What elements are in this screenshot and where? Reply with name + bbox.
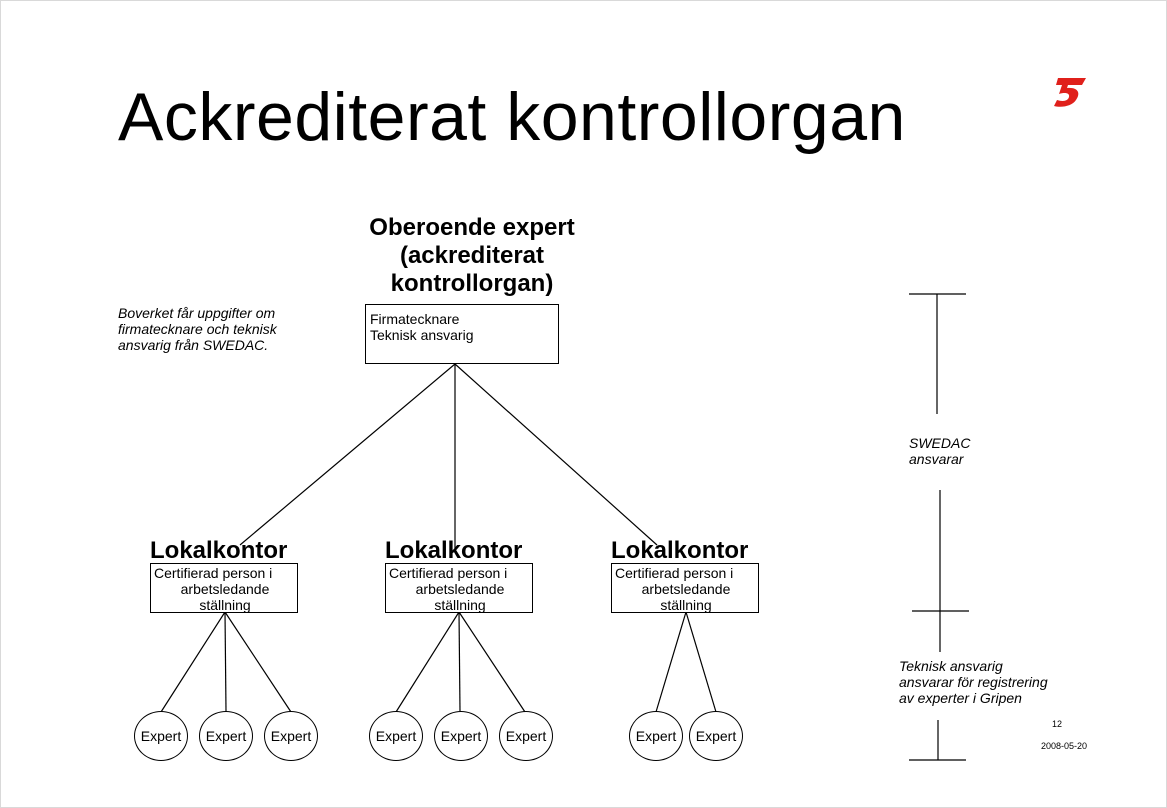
top-role-box: Firmatecknare Teknisk ansvarig: [365, 304, 559, 364]
label-line: Teknisk ansvarig: [899, 658, 1003, 674]
label-line: av experter i Gripen: [899, 690, 1022, 706]
office-role-line: ställning: [660, 597, 712, 613]
connector-o1-e2: [224, 611, 227, 712]
expert-node: Expert: [689, 711, 743, 761]
page-title: Ackrediterat kontrollorgan: [118, 79, 906, 155]
connector-o2-e3: [458, 611, 526, 713]
office-role-line: arbetsledande: [180, 581, 270, 597]
office-role-line: ställning: [434, 597, 486, 613]
office-role-box: Certifierad person i arbetsledande ställ…: [611, 563, 759, 613]
connector-top-office1: [239, 363, 456, 546]
independent-expert-heading: Oberoende expert (ackrediterat kontrollo…: [348, 214, 596, 298]
boverket-note: Boverket får uppgifter om firmatecknare …: [118, 305, 328, 353]
office-role-line: ställning: [199, 597, 251, 613]
expert-node: Expert: [499, 711, 553, 761]
office-heading: Lokalkontor: [150, 537, 288, 564]
page-number: 12: [1052, 719, 1063, 729]
red-brand-logo-icon: [1054, 78, 1086, 107]
note-line: Boverket får uppgifter om: [118, 305, 276, 321]
heading-line: kontrollorgan): [390, 270, 554, 297]
label-line: SWEDAC: [909, 435, 971, 451]
expert-node: Expert: [264, 711, 318, 761]
note-line: firmatecknare och teknisk: [118, 321, 277, 337]
role-teknisk-ansvarig: Teknisk ansvarig: [370, 327, 474, 343]
connector-o2-e1: [395, 611, 460, 713]
expert-node: Expert: [629, 711, 683, 761]
connector-o3-e1: [655, 611, 687, 713]
connector-o1-e1: [160, 611, 226, 713]
office-heading: Lokalkontor: [611, 537, 749, 564]
office-role-box: Certifierad person i arbetsledande ställ…: [385, 563, 533, 613]
label-line: ansvarar: [909, 451, 964, 467]
swedac-responsibility-label: SWEDAC ansvarar: [909, 435, 970, 467]
connector-o2-e2: [458, 611, 461, 712]
slide-date: 2008-05-20: [1041, 741, 1088, 751]
expert-node: Expert: [434, 711, 488, 761]
office-role-line: arbetsledande: [641, 581, 731, 597]
technical-responsibility-label: Teknisk ansvarig ansvarar för registreri…: [899, 658, 1048, 706]
connector-o1-e3: [224, 611, 292, 713]
expert-node: Expert: [369, 711, 423, 761]
heading-line: Oberoende expert: [369, 214, 575, 241]
role-firmatecknare: Firmatecknare: [370, 311, 460, 327]
expert-node: Expert: [199, 711, 253, 761]
office-heading: Lokalkontor: [385, 537, 523, 564]
expert-node: Expert: [134, 711, 188, 761]
connector-top-office3: [454, 363, 658, 546]
label-line: ansvarar för registrering: [899, 674, 1048, 690]
connector-o3-e2: [685, 611, 717, 713]
office-role-box: Certifierad person i arbetsledande ställ…: [150, 563, 298, 613]
note-line: ansvarig från SWEDAC.: [118, 337, 269, 353]
office-role-line: Certifierad person i: [615, 565, 734, 581]
heading-line: (ackrediterat: [399, 242, 545, 269]
office-role-line: arbetsledande: [415, 581, 505, 597]
office-role-line: Certifierad person i: [389, 565, 508, 581]
office-role-line: Certifierad person i: [154, 565, 273, 581]
